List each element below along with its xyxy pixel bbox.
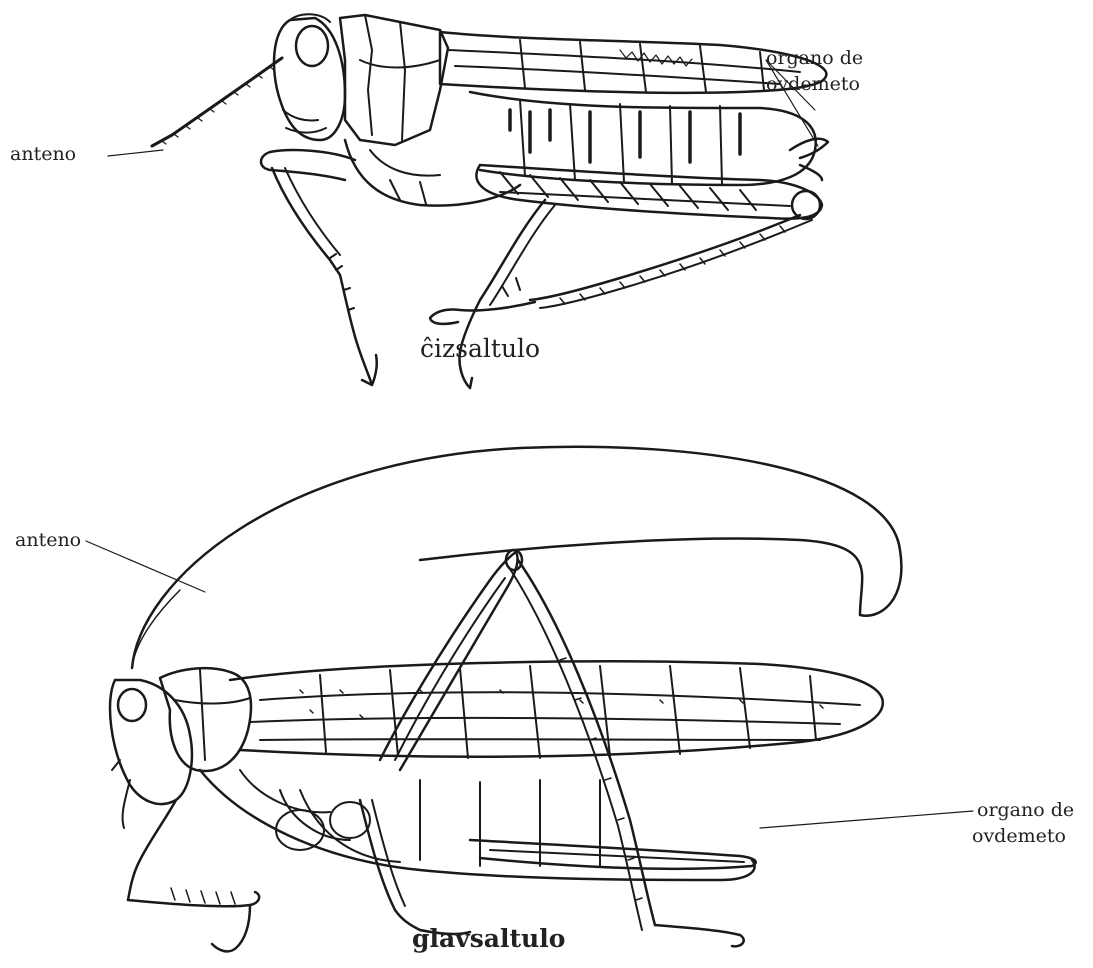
katydid-drawing [110, 447, 901, 952]
top-organ-label-line2: ovdemeto [766, 72, 860, 96]
leader-line-bottom-antenna [86, 541, 205, 592]
leader-line-bottom-organ [760, 811, 973, 828]
top-caption: ĉizsaltulo [420, 334, 540, 363]
top-antenna-label: anteno [10, 142, 76, 166]
bottom-organ-label-line1: organo de [977, 798, 1074, 822]
leader-line-top-antenna [108, 150, 163, 156]
bottom-antenna-label: anteno [15, 528, 81, 552]
bottom-organ-label-line2: ovdemeto [972, 824, 1066, 848]
top-organ-label-line1: organo de [766, 46, 863, 70]
bottom-caption: glavsaltulo [412, 924, 565, 953]
grasshopper-drawing [152, 14, 828, 388]
